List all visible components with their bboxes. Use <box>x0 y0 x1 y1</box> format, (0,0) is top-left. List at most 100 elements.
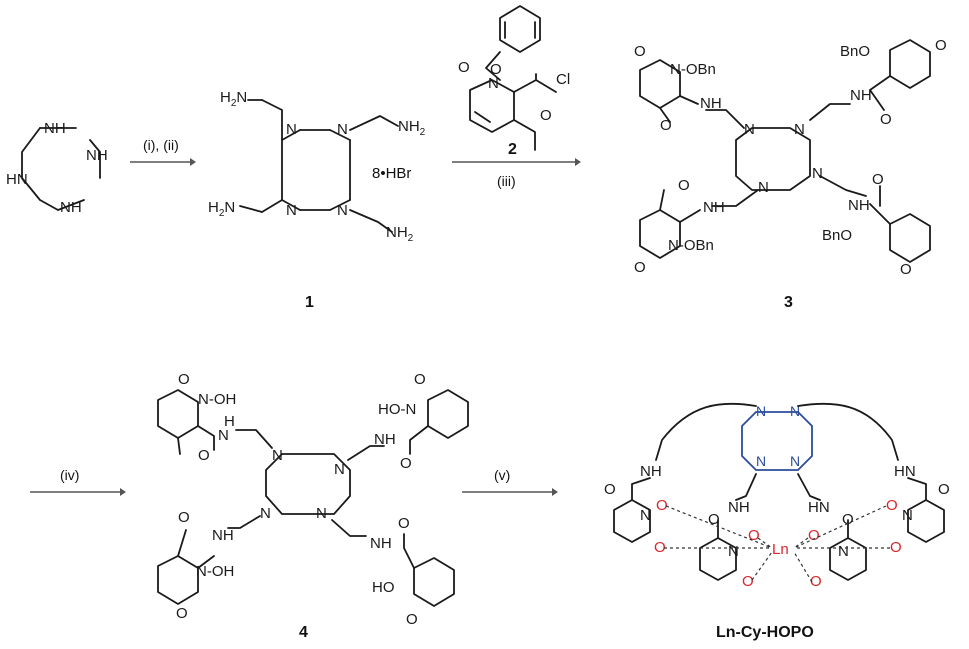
c4-noh-bl: N-OH <box>196 563 234 580</box>
arrow-step1-head <box>190 158 196 166</box>
c4-oc-br: O <box>398 515 410 532</box>
c4-oc-bl: O <box>178 509 190 526</box>
lc-o8: O <box>810 573 822 590</box>
c4-nh-bl: NH <box>212 527 234 544</box>
ln-complex-structure: N N N N NH HN NH HN O N O O O N O O O N … <box>604 402 950 590</box>
lc-oc-outer-l: O <box>604 481 616 498</box>
c4-nh-tl: H <box>224 413 235 430</box>
c1-salt: 8•HBr <box>372 165 411 182</box>
label-compound-1: 1 <box>305 294 314 311</box>
c4-nh-tr: NH <box>374 431 396 448</box>
compound-4-structure: N N N N O N-OH H N O O HO-N NH O O NH N-… <box>157 371 469 628</box>
lc-o2: O <box>654 539 666 556</box>
c2-n: N <box>488 75 499 92</box>
cyclen-structure: NH NH HN NH <box>6 120 108 216</box>
c3-nh-tr: NH <box>850 87 872 104</box>
lc-o5: O <box>748 527 760 544</box>
lc-ln: Ln <box>772 541 789 558</box>
label-compound-2: 2 <box>508 141 517 158</box>
c3-n1: N <box>744 121 755 138</box>
c4-noh-tl: N-OH <box>198 391 236 408</box>
arrow-step2-head <box>575 158 581 166</box>
cyclen-nh-top: NH <box>44 120 66 137</box>
c2-o-acyl: O <box>540 107 552 124</box>
lc-n-outer-l: N <box>640 507 651 524</box>
condition-step2: (iii) <box>497 173 516 189</box>
lc-n1: N <box>756 403 766 419</box>
c3-o-tr: O <box>935 37 947 54</box>
label-final: Ln-Cy-HOPO <box>716 624 814 641</box>
label-compound-3: 3 <box>784 294 793 311</box>
lc-n-outer-r: N <box>902 507 913 524</box>
lc-oc-outer-r: O <box>938 481 950 498</box>
lc-n3: N <box>756 453 766 469</box>
c4-n4: N <box>316 505 327 522</box>
c3-nh-br: NH <box>848 197 870 214</box>
c3-obn-bl: N-OBn <box>668 237 714 254</box>
cyclen-nh-bottom: NH <box>60 199 82 216</box>
c3-oc-tl: O <box>660 117 672 134</box>
c1-n1: N <box>286 121 297 138</box>
cyclen-nh-right: NH <box>86 147 108 164</box>
c2-o-keto: O <box>458 59 470 76</box>
compound-3-structure: N N N N O N-OBn NH O BnO O NH O O NH N-O… <box>634 37 947 278</box>
c3-obn-tl: N-OBn <box>670 61 716 78</box>
c3-n3: N <box>758 179 769 196</box>
lc-nh-left: NH <box>640 463 662 480</box>
c3-o-bl: O <box>634 259 646 276</box>
c3-nh-bl: NH <box>703 199 725 216</box>
c4-n3: N <box>260 505 271 522</box>
c3-nh-tl: NH <box>700 95 722 112</box>
c4-ho-tr: HO-N <box>378 401 416 418</box>
lc-o1: O <box>656 497 668 514</box>
lc-n2: N <box>790 403 800 419</box>
c3-oc-bl: O <box>678 177 690 194</box>
condition-step4: (v) <box>494 467 510 483</box>
lc-hn-inner-r: HN <box>808 499 830 516</box>
c2-cl: Cl <box>556 71 570 88</box>
c3-bno-br: BnO <box>822 227 852 244</box>
lc-n4: N <box>790 453 800 469</box>
c2-o-bn: O <box>490 61 502 78</box>
c4-ho-br: HO <box>372 579 395 596</box>
cyclen-hn-left: HN <box>6 171 28 188</box>
c4-o-bl: O <box>176 605 188 622</box>
lc-o6: O <box>742 573 754 590</box>
c1-n4: N <box>337 202 348 219</box>
c1-nh2-top: NH2 <box>398 118 426 138</box>
lc-n-inner-l: N <box>728 543 739 560</box>
c4-n-tl: N <box>218 427 229 444</box>
lc-n-inner-r: N <box>838 543 849 560</box>
c3-n2: N <box>794 121 805 138</box>
c1-nh2-bottom: NH2 <box>386 224 414 244</box>
c3-bno-tr: BnO <box>840 43 870 60</box>
arrow-step3-head <box>120 488 126 496</box>
c4-oc-tl: O <box>198 447 210 464</box>
c1-h2n-bottom: H2N <box>208 199 235 219</box>
lc-oc-inner-r: O <box>842 511 854 528</box>
condition-step3: (iv) <box>60 467 79 483</box>
c3-oc-br: O <box>872 171 884 188</box>
c4-oc-tr: O <box>400 455 412 472</box>
lc-o4: O <box>890 539 902 556</box>
label-compound-4: 4 <box>299 624 308 641</box>
c4-o-tr: O <box>414 371 426 388</box>
c4-o-br: O <box>406 611 418 628</box>
lc-o3: O <box>886 497 898 514</box>
arrow-step4-head <box>552 488 558 496</box>
lc-nh-inner-l: NH <box>728 499 750 516</box>
compound-2-structure: O N O Cl O <box>458 5 570 151</box>
c4-n2: N <box>334 461 345 478</box>
c1-n2: N <box>337 121 348 138</box>
c3-oc-tr: O <box>880 111 892 128</box>
condition-step1: (i), (ii) <box>143 137 179 153</box>
c3-n4: N <box>812 165 823 182</box>
c3-o-br: O <box>900 261 912 278</box>
c3-o-tl: O <box>634 43 646 60</box>
lc-hn-right: HN <box>894 463 916 480</box>
c1-n3: N <box>286 202 297 219</box>
lc-o7: O <box>808 527 820 544</box>
c4-o-tl: O <box>178 371 190 388</box>
